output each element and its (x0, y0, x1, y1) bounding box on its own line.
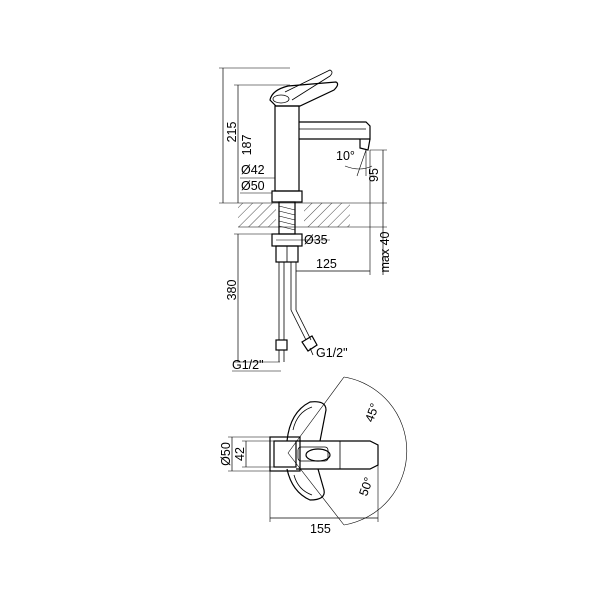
flexible-hoses (275, 262, 318, 362)
side-view: 215 187 Ø42 Ø50 10° 95 max 40 Ø35 125 (219, 67, 392, 372)
dim-max40-label: max 40 (378, 231, 392, 272)
dim-187-label: 187 (240, 135, 254, 156)
faucet-top-outline (269, 401, 379, 501)
dim-d50-label: Ø50 (241, 179, 265, 193)
dim-95-label: 95 (367, 168, 381, 182)
dim-10deg-label: 10° (336, 149, 355, 163)
threaded-shank (271, 201, 303, 263)
thread-right-label: G1/2" (316, 346, 348, 360)
dim-125-label: 125 (316, 257, 337, 271)
top-dim-50deg-label: 50° (356, 475, 376, 498)
top-dim-42-label: 42 (233, 447, 247, 461)
countertop-right (304, 203, 350, 227)
dim-d35-label: Ø35 (304, 233, 328, 247)
top-view: Ø50 42 45° 50° 155 (219, 376, 408, 536)
top-dim-155-label: 155 (310, 522, 331, 536)
top-dim-45deg-label: 45° (362, 401, 382, 424)
faucet-body (269, 69, 371, 203)
dim-380-label: 380 (225, 280, 239, 301)
top-dim-d50-label: Ø50 (219, 442, 233, 466)
thread-left-label: G1/2" (232, 358, 264, 372)
countertop-left (238, 203, 276, 227)
dim-d42-label: Ø42 (241, 163, 265, 177)
dim-215-label: 215 (225, 122, 239, 143)
